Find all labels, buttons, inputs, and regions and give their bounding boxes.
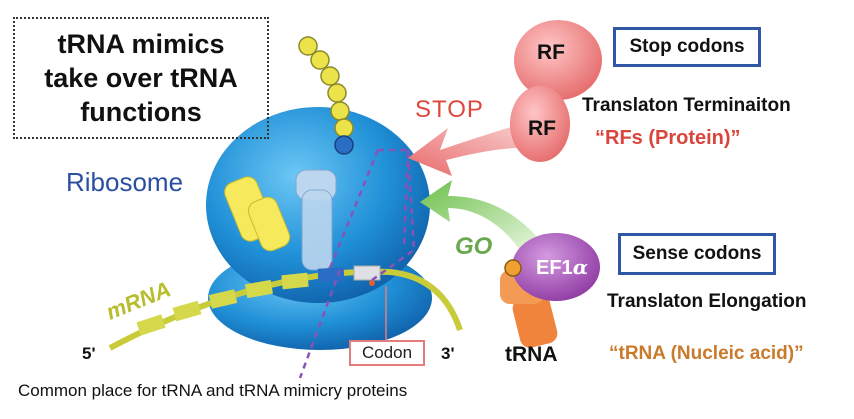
- amino-acid-chain: [298, 36, 354, 155]
- three-prime-label: 3': [441, 344, 455, 363]
- rf-label-top: RF: [537, 41, 565, 64]
- rf-label-bottom: RF: [528, 117, 556, 140]
- title-box: tRNA mimics take over tRNA functions: [13, 17, 269, 139]
- codon-label: Codon: [349, 340, 425, 366]
- stop-codons-box: Stop codons: [613, 27, 761, 67]
- title-line-1: tRNA mimics: [57, 29, 225, 59]
- go-label: GO: [455, 233, 493, 260]
- release-factor: [510, 20, 602, 162]
- mrna-label: mRNA: [103, 276, 175, 324]
- trna-ef1a-complex: [500, 233, 600, 348]
- binding-site-marker: [298, 148, 416, 379]
- ef1a-label: EF1α: [536, 255, 588, 280]
- stop-label: STOP: [415, 96, 484, 123]
- termination-label: Translaton Terminaiton: [582, 95, 791, 116]
- common-place-caption: Common place for tRNA and tRNA mimicry p…: [18, 381, 408, 400]
- ef1-text: EF1: [536, 257, 573, 279]
- go-arrow: [420, 180, 540, 250]
- trna-in-ribosome: [224, 169, 337, 271]
- ribosome-label: Ribosome: [66, 167, 184, 197]
- title-line-2: take over tRNA: [44, 63, 238, 93]
- rfs-protein-label: “RFs (Protein)”: [595, 127, 741, 149]
- five-prime-label: 5': [82, 344, 96, 363]
- trna-label: tRNA: [505, 343, 558, 366]
- title-line-3: functions: [80, 97, 202, 127]
- stop-arrow: [408, 118, 542, 176]
- sense-codons-box: Sense codons: [618, 233, 776, 275]
- alpha-symbol: α: [572, 255, 589, 279]
- nucleic-acid-label: “tRNA (Nucleic acid)”: [609, 343, 804, 364]
- elongation-label: Translaton Elongation: [607, 291, 807, 312]
- mrna-strand: [108, 265, 463, 351]
